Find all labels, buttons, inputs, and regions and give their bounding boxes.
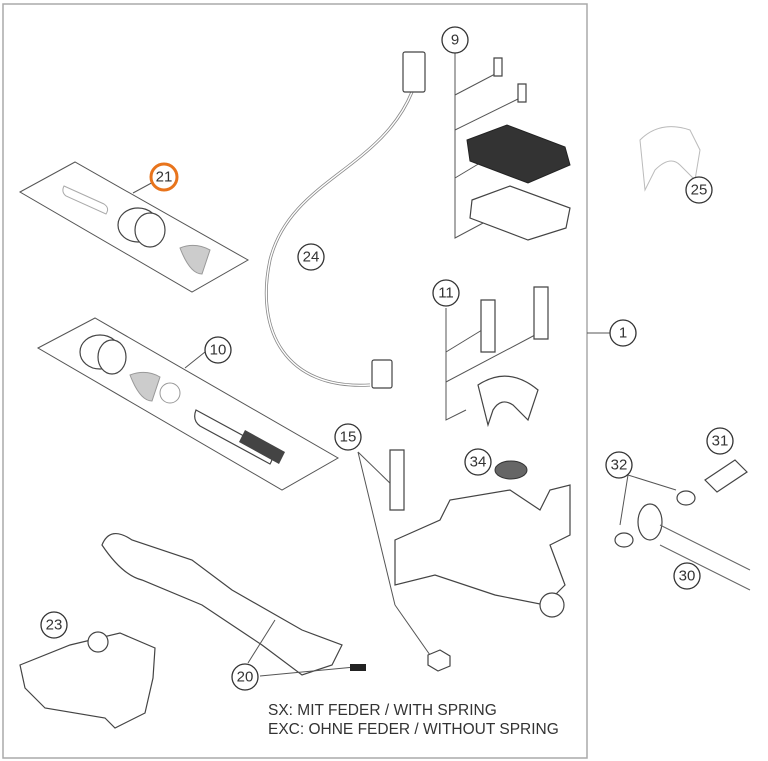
brake-lever [101, 533, 343, 676]
callout-1[interactable]: 1 [609, 319, 637, 347]
svg-text:34: 34 [470, 454, 487, 471]
callout-21[interactable]: 21 [149, 162, 179, 192]
kit-21-parts [18, 161, 250, 293]
assembly-frame [2, 3, 588, 759]
note-exc: EXC: OHNE FEDER / WITHOUT SPRING [268, 721, 559, 738]
callout-10[interactable]: 10 [204, 336, 232, 364]
callout-15[interactable]: 15 [334, 423, 362, 451]
callout-31[interactable]: 31 [706, 427, 734, 455]
set-screw-20 [350, 664, 366, 671]
kit-10-parts [36, 317, 340, 491]
svg-text:9: 9 [451, 32, 459, 49]
svg-text:25: 25 [691, 182, 708, 199]
group-9-parts [454, 52, 571, 241]
callout-11[interactable]: 11 [432, 279, 460, 307]
callout-23[interactable]: 23 [40, 611, 68, 639]
svg-text:20: 20 [237, 669, 254, 686]
svg-text:21: 21 [156, 169, 173, 186]
callout-20[interactable]: 20 [231, 663, 259, 691]
hose-30-parts [614, 459, 751, 591]
svg-text:30: 30 [679, 568, 696, 585]
callout-34[interactable]: 34 [464, 448, 492, 476]
svg-text:23: 23 [46, 617, 63, 634]
svg-text:15: 15 [340, 429, 357, 446]
svg-text:31: 31 [712, 433, 729, 450]
svg-text:32: 32 [611, 457, 628, 474]
group-11-parts [445, 286, 549, 428]
callout-24[interactable]: 24 [297, 243, 325, 271]
clamp-25 [639, 126, 701, 192]
callout-32[interactable]: 32 [605, 451, 633, 479]
switch-cable-24 [264, 51, 426, 389]
note-sx: SX: MIT FEDER / WITH SPRING [268, 702, 497, 719]
svg-text:11: 11 [438, 285, 454, 302]
lever-guard-23 [19, 632, 156, 729]
cap-34 [494, 460, 528, 480]
svg-text:1: 1 [619, 325, 627, 342]
callout-25[interactable]: 25 [685, 176, 713, 204]
svg-text:10: 10 [210, 342, 227, 359]
callout-30[interactable]: 30 [673, 562, 701, 590]
svg-text:24: 24 [303, 249, 320, 266]
group-15-parts [357, 449, 451, 672]
callout-9[interactable]: 9 [441, 26, 469, 54]
master-cylinder [394, 484, 571, 606]
